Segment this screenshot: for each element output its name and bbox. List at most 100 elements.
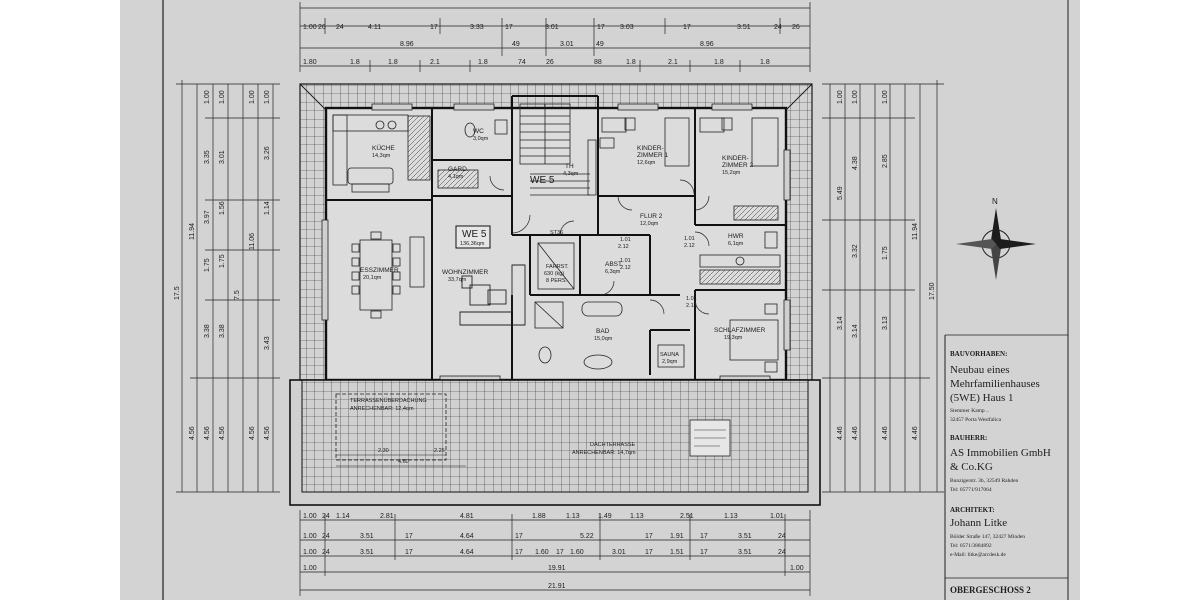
dim-right-total: 17.50 [929,282,936,300]
tb-project-line3: (5WE) Haus 1 [950,392,1014,404]
dim-top-r3-6: 26 [546,59,554,66]
door-tag-2: 1.01 [684,236,695,242]
dim-right-c4: 4.46 [852,426,859,440]
dim-right-d1: 5.49 [837,186,844,200]
bottom-dimension-row3: 1.00 24 3.51 17 4.64 17 1.60 17 1.60 3.0… [303,549,786,556]
elevator [537,242,575,290]
dim-top-r3-7: 88 [594,59,602,66]
terrace1-name: TERRASSENÜBERDACHUNG [350,397,427,404]
room-th-area: 4,3qm [563,171,579,177]
stair-tag: ST36 [550,230,563,236]
dim-left-c3: 1.75 [204,258,211,272]
dim-bot-r3-8: 1.60 [570,549,584,556]
dim-left-d5: 3.38 [219,324,226,338]
room-kinder1-line2: ZIMMER 1 [637,152,668,159]
bottom-dimension-row2: 1.00 24 3.51 17 4.64 17 5.22 17 1.91 17 … [303,533,786,540]
door-tag-1: 2.12 [618,244,629,250]
north-arrow-icon: N [956,197,1036,280]
terrace-dim-2: 4.60 [398,459,409,465]
tb-sheet-title: OBERGESCHOSS 2 [950,585,1031,595]
dim-top-r1-6: 17 [505,24,513,31]
dim-bot-r4-2: 1.00 [790,565,804,572]
dim-right-c2: 3.32 [852,244,859,258]
room-hwr-area: 6,1qm [728,241,744,247]
room-kueche-area: 14,3qm [372,153,391,159]
tb-bauherr-line1: AS Immobilien GmbH [950,447,1051,459]
room-essen-area: 20,1qm [363,275,382,281]
left-dimension-text: 17.5 11.94 4.56 1.00 3.35 3.97 1.75 3.38… [174,90,271,440]
kids-room1-furniture [599,117,690,167]
tb-bauherr-line2: & Co.KG [950,461,993,473]
dim-bot-r2-9: 17 [700,533,708,540]
dim-bot-r1-8: 1.13 [630,513,644,520]
bedroom-furniture [729,303,779,373]
dim-top-r2-3: 49 [596,41,604,48]
dim-left-f4: 4.56 [264,426,271,440]
dim-top-r1-2: 24 [336,24,344,31]
room-sauna-area: 2,9qm [662,359,678,365]
dim-top-r3-1: 1.8 [350,59,360,66]
door-tag-4: 1.01 [620,258,631,264]
room-kueche-name: KÜCHE [372,144,395,152]
top-dimension-lines [299,2,811,72]
room-fahrst-load: 630 (kg) [544,271,564,277]
terrace-dim-1: 2.25 [434,448,445,454]
dim-top-r3-0: 1.80 [303,59,317,66]
dim-right-lower: 4.46 [912,426,919,440]
room-wc-name: WC [473,128,484,135]
sheet-frame [162,0,1069,600]
dim-bot-r1-11: 1.01 [770,513,784,520]
dim-top-r3-10: 1.8 [714,59,724,66]
title-block: BAUVORHABEN: Neubau eines Mehrfamilienha… [945,350,1068,595]
dim-left-upper: 11.94 [189,223,196,240]
dim-bot-r1-1: 24 [322,513,330,520]
dim-top-r3-4: 1.8 [478,59,488,66]
dim-left-d1: 3.01 [219,150,226,164]
dim-bot-r2-11: 24 [778,533,786,540]
dim-top-r3-9: 2.1 [668,59,678,66]
dim-bot-r1-2: 1.14 [336,513,350,520]
dim-bot-r3-5: 17 [515,549,523,556]
dim-left-c4: 3.38 [204,324,211,338]
tb-project-addr1: Stemmer Kamp .. [950,408,989,414]
dim-left-f3: 3.43 [264,336,271,350]
door-tag-6: 1.01 [686,296,697,302]
dim-right-c0: 1.00 [852,90,859,104]
top-dimension-row2: 8.96 49 3.01 49 8.96 [400,41,714,48]
living-room-sofa [459,264,526,326]
bottom-dimension-lines [299,510,811,596]
dim-top-r2-4: 8.96 [700,41,714,48]
apartment-we5-area: 136,36qm [460,241,485,247]
room-abst-name: ABST. [605,261,623,268]
dim-right-upper: 11.94 [912,223,919,240]
dim-bot-r2-5: 17 [515,533,523,540]
dim-bot-r2-8: 1.91 [670,533,684,540]
top-dimension-row1: 1.00 26 24 4.11 17 3.33 17 3.01 17 3.03 … [303,24,800,31]
apartment-label-box: WE 5 136,36qm [455,225,491,249]
room-kinder2-line1: KINDER- [722,155,749,162]
dim-left-d3: 1.75 [219,254,226,268]
dim-top-r3-5: 74 [518,59,526,66]
terrace2-name: DACHTERRASSE [590,442,636,448]
dim-bot-r2-7: 17 [645,533,653,540]
dim-top-r2-1: 49 [512,41,520,48]
dim-right-e0: 1.00 [882,90,889,104]
dim-bot-total: 21.91 [548,583,566,590]
dim-bot-r3-9: 3.01 [612,549,626,556]
tb-architekt-name: Johann Litke [950,517,1007,529]
apartment-we5-name: WE 5 [462,229,487,240]
dim-left-f0: 1.00 [264,90,271,104]
dim-bot-r3-12: 17 [700,549,708,556]
dim-top-r1-12: 24 [774,24,782,31]
dim-bot-r1-0: 1.00 [303,513,317,520]
room-schlaf-area: 19,3qm [724,335,743,341]
dim-top-r3-2: 1.8 [388,59,398,66]
dim-bot-r1-3: 2.81 [380,513,394,520]
dim-bot-r3-3: 17 [405,549,413,556]
terrace-dim-0: 2.30 [378,448,389,454]
dim-left-d2: 1.56 [219,201,226,215]
door-tag-7: 2.12 [686,303,697,309]
dim-bot-r3-4: 4.64 [460,549,474,556]
left-dimension-lines [176,80,280,493]
